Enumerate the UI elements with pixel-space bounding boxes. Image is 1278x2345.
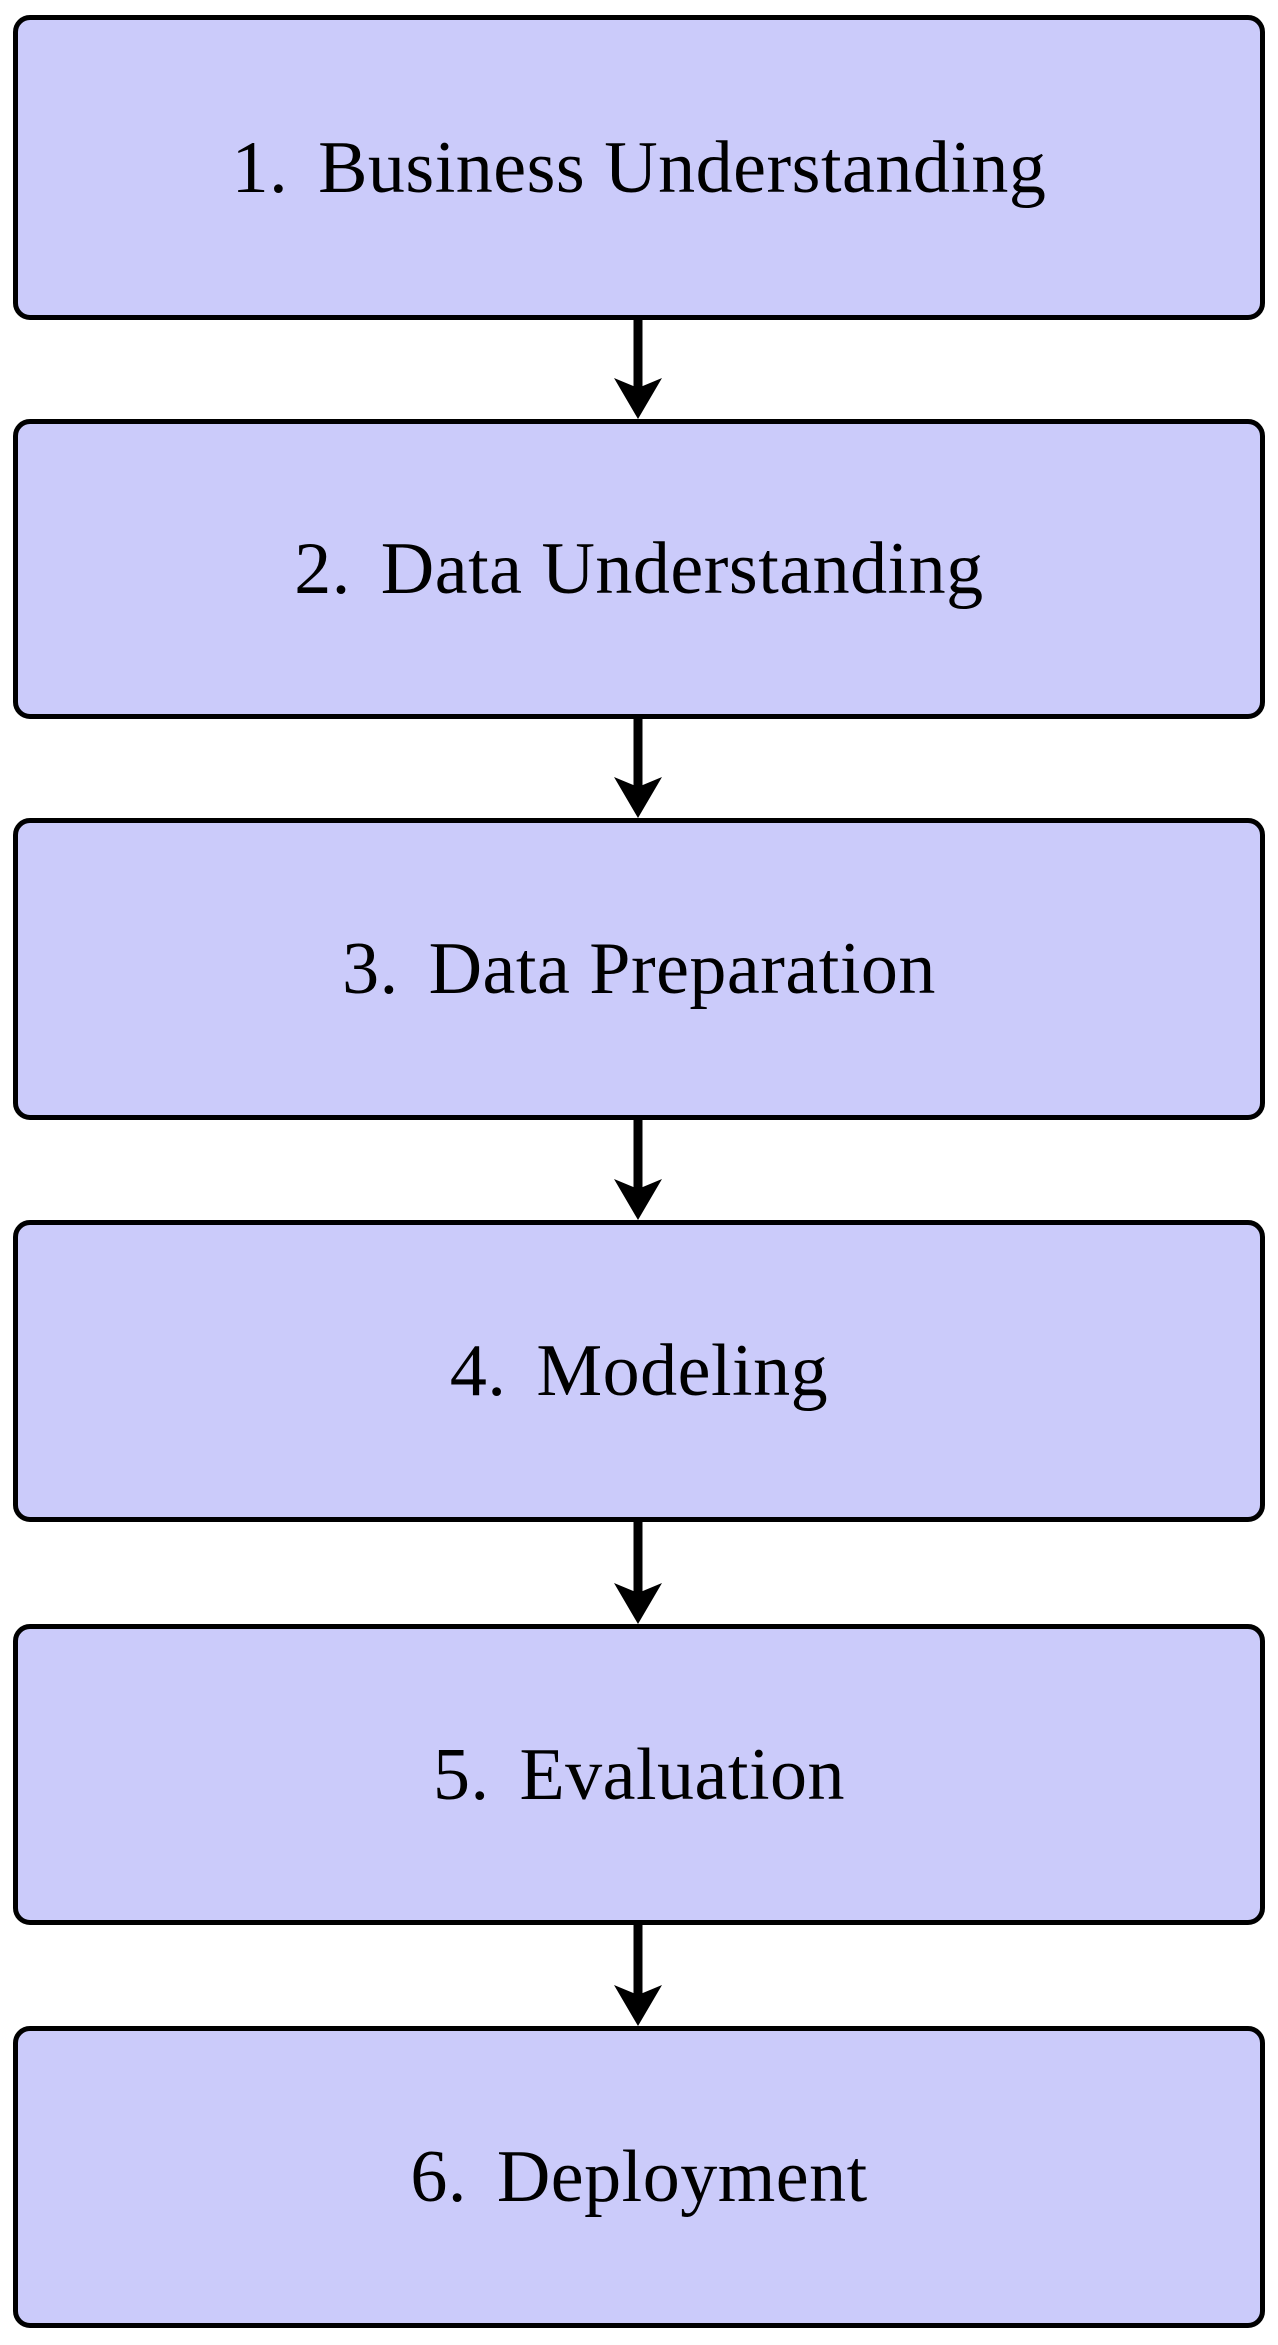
flow-node-title: Business Understanding: [318, 126, 1047, 209]
flow-node-title: Data Preparation: [428, 928, 936, 1010]
flow-arrow-evaluation-to-deployment: [0, 1925, 1278, 2026]
flow-node-business-understanding[interactable]: 1. Business Understanding: [13, 15, 1265, 320]
flow-node-number: 5.: [432, 1733, 490, 1816]
flow-arrow-business-to-data-understanding: [0, 320, 1278, 419]
flow-node-number: 4.: [449, 1330, 507, 1412]
flow-node-data-preparation[interactable]: 3. Data Preparation: [13, 818, 1265, 1120]
flow-node-title: Deployment: [496, 2136, 868, 2218]
flow-node-label: 2.Data Understanding: [294, 532, 983, 606]
flow-node-deployment[interactable]: 6. Deployment: [13, 2026, 1265, 2328]
flow-node-modeling[interactable]: 4. Modeling: [13, 1220, 1265, 1522]
flow-node-label: 3.Data Preparation: [342, 932, 936, 1006]
flow-arrow-data-understanding-to-data-preparation: [0, 719, 1278, 818]
flow-node-title: Data Understanding: [380, 528, 984, 610]
flow-node-label: 5.Evaluation: [433, 1738, 845, 1812]
flow-node-title: Modeling: [536, 1330, 829, 1412]
flow-node-label: 6.Deployment: [410, 2140, 867, 2214]
flow-node-number: 6.: [410, 2136, 467, 2218]
flow-arrow-data-preparation-to-modeling: [0, 1120, 1278, 1220]
flow-node-label: 1.Business Understanding: [232, 131, 1047, 205]
flow-node-number: 1.: [231, 126, 289, 209]
flow-node-title: Evaluation: [519, 1733, 846, 1816]
flow-arrow-modeling-to-evaluation: [0, 1522, 1278, 1624]
flow-node-number: 2.: [294, 528, 351, 610]
flow-node-evaluation[interactable]: 5. Evaluation: [13, 1624, 1265, 1925]
flow-node-data-understanding[interactable]: 2. Data Understanding: [13, 419, 1265, 719]
flow-node-label: 4.Modeling: [450, 1334, 828, 1408]
flow-node-number: 3.: [342, 928, 399, 1010]
